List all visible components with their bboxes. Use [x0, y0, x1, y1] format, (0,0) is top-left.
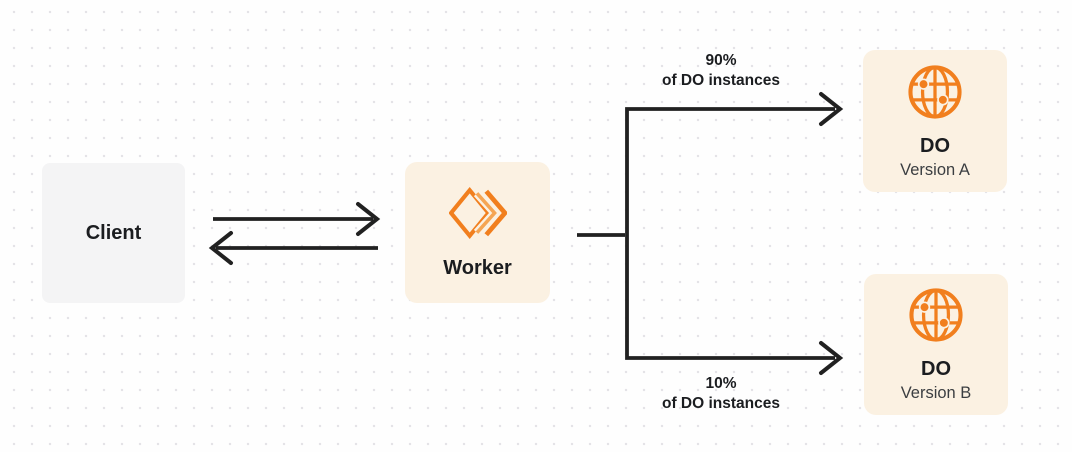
workers-icon: [447, 186, 510, 240]
worker-node: Worker: [405, 162, 550, 303]
arrowhead-to-version-b-icon: [819, 341, 844, 375]
arrowhead-right-icon: [356, 202, 381, 236]
bottom-branch-percent: 10%: [705, 375, 737, 392]
branch-line: [625, 107, 835, 360]
arrowhead-to-version-a-icon: [819, 92, 844, 126]
top-branch-caption: of DO instances: [662, 72, 780, 89]
client-label: Client: [85, 222, 142, 244]
bottom-branch-caption: of DO instances: [662, 395, 780, 412]
do-b-title: DO: [921, 358, 951, 380]
do-version-b-node: DO Version B: [864, 274, 1008, 415]
durable-objects-globe-icon: [906, 63, 964, 121]
arrowhead-left-icon: [208, 231, 233, 265]
client-node: Client: [42, 163, 185, 303]
do-a-subtitle: Version A: [900, 160, 970, 179]
do-version-a-node: DO Version A: [863, 50, 1007, 192]
do-a-title: DO: [920, 134, 950, 157]
do-b-subtitle: Version B: [900, 384, 972, 402]
edge-label-top-branch: 90% of DO instances: [636, 51, 806, 91]
top-branch-percent: 90%: [705, 52, 737, 69]
durable-objects-globe-icon: [907, 286, 965, 344]
worker-label: Worker: [443, 256, 512, 279]
edge-label-bottom-branch: 10% of DO instances: [636, 374, 806, 414]
